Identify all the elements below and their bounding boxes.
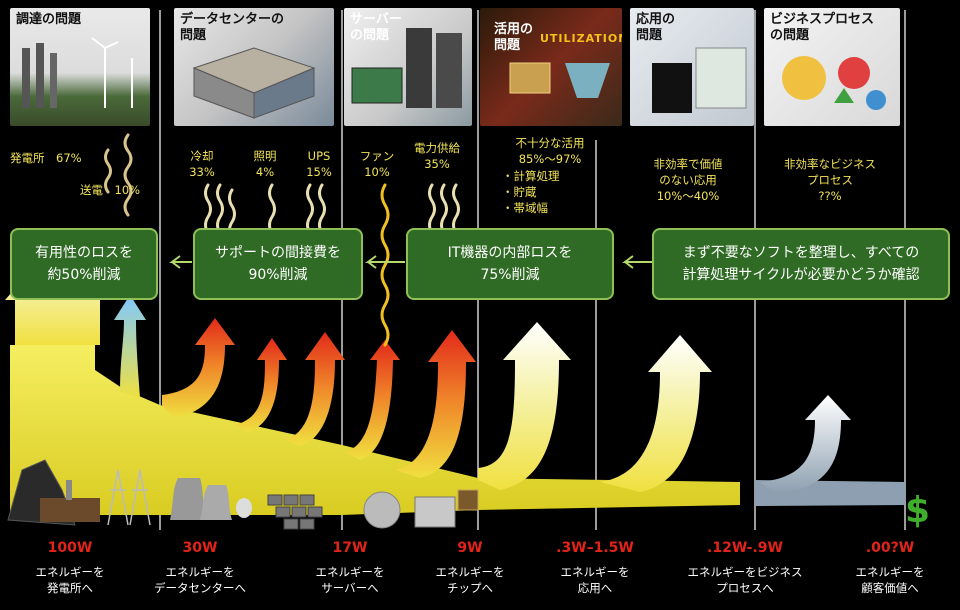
panel-title: サーバー の問題 — [350, 12, 402, 44]
arrow-application-loss — [600, 335, 712, 492]
arrow-ups-loss — [285, 332, 345, 446]
dollar-icon: $ — [905, 490, 930, 531]
stage-watts: .3W–1.5W — [530, 540, 660, 556]
arrow-transmission-loss — [114, 295, 146, 398]
label-utilization: 不十分な活用 85%～97% — [500, 135, 600, 167]
arrow-power-supply-loss — [395, 330, 476, 478]
box-it-internal-loss: IT機器の内部ロスを 75%削減 — [406, 228, 614, 300]
label-utilization-items: ・計算処理 ・貯蔵 ・帯域幅 — [502, 168, 560, 216]
panel-title: 応用の 問題 — [636, 12, 675, 44]
stage-watts: .00?W — [830, 540, 950, 556]
arrow-fan-loss — [345, 340, 400, 460]
label-transmission: 送電 10% — [80, 182, 140, 198]
panel-datacenter: データセンターの 問題 — [174, 8, 334, 126]
stage-label: エネルギーをビジネス プロセスへ — [665, 564, 825, 596]
stage-watts: 9W — [410, 540, 530, 556]
stage-label: エネルギーを チップへ — [410, 564, 530, 596]
panel-server: サーバー の問題 — [344, 8, 472, 126]
stage-watts: 100W — [10, 540, 130, 556]
stage-label: エネルギーを 顧客価値へ — [830, 564, 950, 596]
panel-utilization: 活用の 問題 UTILIZATION — [480, 8, 622, 126]
stage-label: エネルギーを サーバーへ — [290, 564, 410, 596]
arrow-business-loss — [760, 395, 851, 494]
panel-title: データセンターの 問題 — [180, 12, 284, 44]
stage-watts: 30W — [140, 540, 260, 556]
stage-label: エネルギーを 応用へ — [530, 564, 660, 596]
panel-procurement: 調達の問題 — [10, 8, 150, 126]
panel-title: ビジネスプロセス の問題 — [770, 12, 874, 44]
arrow-cooling-loss — [162, 318, 235, 418]
label-business: 非効率なビジネス プロセス ??% — [770, 156, 890, 204]
utilization-logo: UTILIZATION — [540, 32, 622, 45]
label-power-supply: 電力供給 35% — [408, 140, 466, 172]
stage-watts: .12W-.9W — [665, 540, 825, 556]
panel-title: 活用の 問題 — [494, 22, 533, 54]
stage-watts: 17W — [290, 540, 410, 556]
panel-title: 調達の問題 — [16, 12, 81, 28]
box-utility-loss: 有用性のロスを 約50%削減 — [10, 228, 158, 300]
label-fan: ファン 10% — [355, 148, 399, 180]
arrow-lighting-loss — [235, 338, 287, 432]
label-cooling: 冷却 33% — [186, 148, 218, 180]
label-power-plant: 発電所 67% — [10, 150, 82, 166]
panel-business: ビジネスプロセス の問題 — [764, 8, 900, 126]
label-application: 非効率で価値 のない応用 10%～40% — [636, 156, 740, 204]
stage-label: エネルギーを データセンターへ — [140, 564, 260, 596]
arrow-utilization-loss — [478, 322, 571, 490]
label-ups: UPS 15% — [302, 148, 336, 180]
box-support-overhead: サポートの間接費を 90%削減 — [193, 228, 363, 300]
box-software-cleanup: まず不要なソフトを整理し、すべての 計算処理サイクルが必要かどうか確認 — [652, 228, 950, 300]
label-lighting: 照明 4% — [248, 148, 282, 180]
stage-label: エネルギーを 発電所へ — [10, 564, 130, 596]
panel-application: 応用の 問題 — [630, 8, 754, 126]
